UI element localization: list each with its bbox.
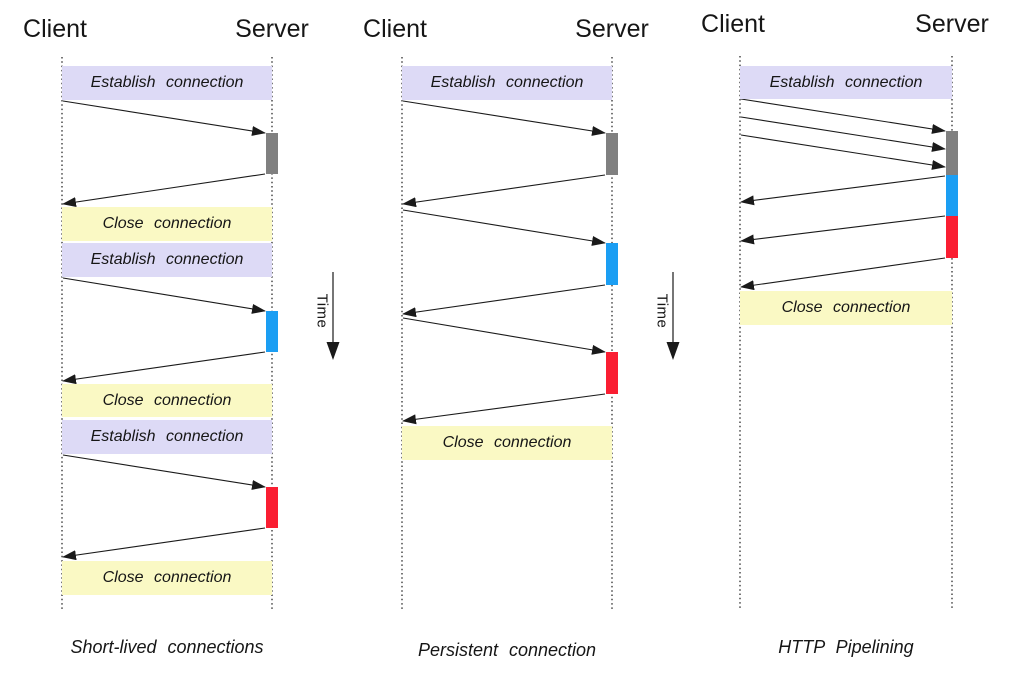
processing-bar-gray xyxy=(606,133,618,175)
processing-bar-gray xyxy=(946,131,958,175)
client-label: Client xyxy=(363,15,427,43)
response-arrow xyxy=(402,284,606,318)
processing-bar-blue xyxy=(606,243,618,285)
server-label: Server xyxy=(915,10,989,38)
close-connection-box: Close connection xyxy=(62,207,272,241)
response-arrow xyxy=(740,215,946,245)
establish-connection-box: Establish connection xyxy=(402,66,612,100)
server-label: Server xyxy=(235,15,309,43)
processing-bar-gray xyxy=(266,133,278,174)
response-arrow xyxy=(402,174,606,208)
diagram-caption: Short-lived connections xyxy=(70,637,264,657)
processing-bar-red xyxy=(266,487,278,528)
request-arrow xyxy=(62,277,266,314)
processing-bar-red xyxy=(606,352,618,394)
request-arrow xyxy=(740,116,946,152)
close-connection-box: Close connection xyxy=(402,426,612,460)
request-arrow xyxy=(740,98,946,134)
time-axis-label: Time xyxy=(653,293,671,329)
response-arrow xyxy=(740,257,946,291)
close-connection-box: Close connection xyxy=(62,384,272,417)
request-arrow xyxy=(740,134,946,170)
processing-bar-red xyxy=(946,216,958,258)
close-connection-box: Close connection xyxy=(740,291,952,325)
request-arrow xyxy=(62,454,266,490)
client-label: Client xyxy=(23,15,87,43)
close-connection-box: Close connection xyxy=(62,561,272,595)
request-arrow xyxy=(402,209,606,246)
response-arrow xyxy=(402,393,606,425)
request-arrow xyxy=(402,100,606,136)
establish-connection-box: Establish connection xyxy=(62,66,272,100)
request-arrow xyxy=(62,100,266,136)
response-arrow xyxy=(62,351,266,385)
processing-bar-blue xyxy=(946,175,958,216)
server-label: Server xyxy=(575,15,649,43)
response-arrow xyxy=(740,175,946,206)
diagram-caption: Persistent connection xyxy=(417,640,597,660)
establish-connection-box: Establish connection xyxy=(62,420,272,454)
time-axis-label: Time xyxy=(313,293,331,329)
establish-connection-box: Establish connection xyxy=(62,243,272,277)
client-label: Client xyxy=(701,10,765,38)
response-arrow xyxy=(62,527,266,561)
diagram-caption: HTTP Pipelining xyxy=(778,637,914,657)
establish-connection-box: Establish connection xyxy=(740,66,952,99)
processing-bar-blue xyxy=(266,311,278,352)
request-arrow xyxy=(402,317,606,355)
response-arrow xyxy=(62,173,266,208)
